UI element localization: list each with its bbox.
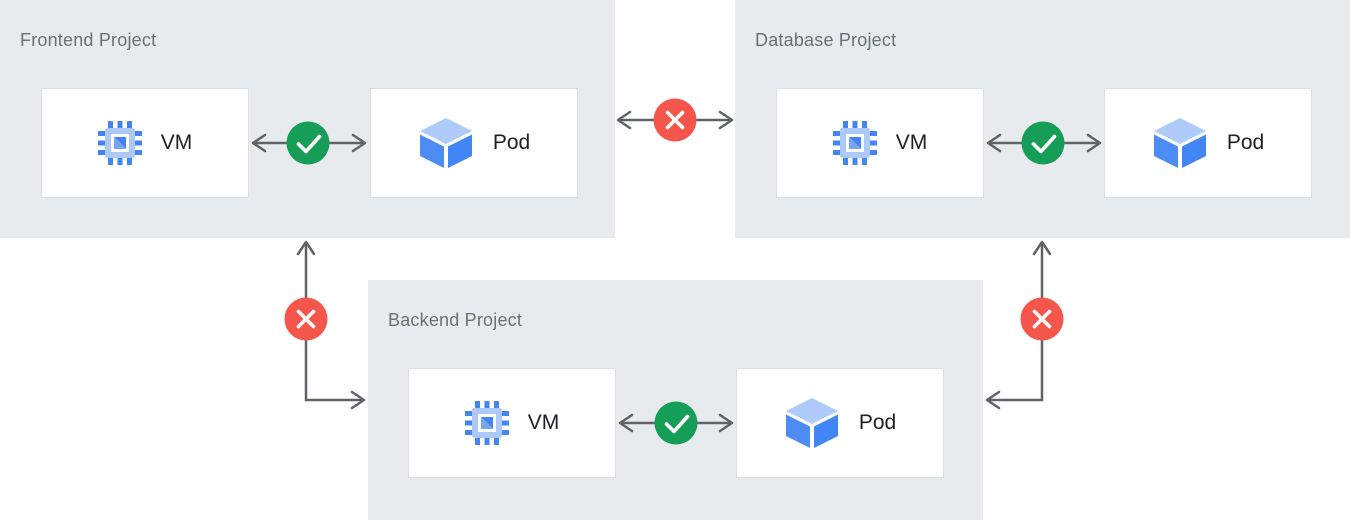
node-label: VM [527, 411, 560, 434]
cross-icon [1020, 297, 1064, 341]
database-vm-node: VM [776, 88, 984, 198]
pod-cube-icon [1152, 117, 1208, 169]
pod-cube-icon [418, 117, 474, 169]
vm-chip-icon [464, 401, 509, 445]
vm-chip-icon [832, 121, 877, 165]
vm-chip-icon [97, 121, 142, 165]
node-label: VM [895, 131, 928, 154]
node-label: VM [160, 131, 193, 154]
database-pod-node: Pod [1104, 88, 1312, 198]
project-database-title: Database Project [755, 30, 897, 50]
cross-icon [284, 297, 328, 341]
frontend-pod-node: Pod [370, 88, 578, 198]
frontend-vm-node: VM [41, 88, 249, 198]
project-frontend-title: Frontend Project [20, 30, 157, 50]
node-label: Pod [858, 411, 897, 434]
backend-pod-node: Pod [736, 368, 944, 478]
node-label: Pod [492, 131, 531, 154]
connection-database-backend [985, 240, 1064, 410]
connection-frontend-database [616, 98, 734, 142]
cross-icon [653, 98, 697, 142]
project-backend-title: Backend Project [388, 310, 523, 330]
connection-frontend-backend [284, 240, 366, 410]
backend-vm-node: VM [408, 368, 616, 478]
pod-cube-icon [784, 397, 840, 449]
node-label: Pod [1226, 131, 1265, 154]
